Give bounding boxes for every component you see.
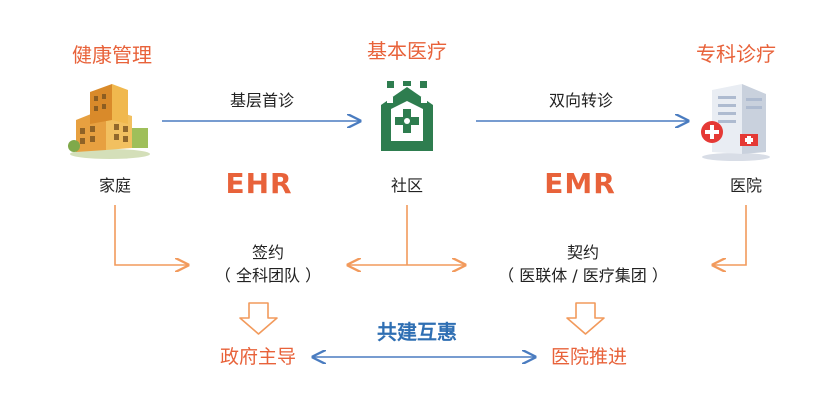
sign-detail: （ 全科团队 ） <box>214 266 322 285</box>
title-health-management: 健康管理 <box>72 43 152 67</box>
title-specialist: 专科诊疗 <box>696 42 776 66</box>
driver-hospital-driven: 医院推进 <box>550 346 628 368</box>
sign-title: 签约 <box>251 243 285 262</box>
arrow-hospital-to-contract <box>713 205 747 265</box>
community-clinic-icon <box>381 81 433 151</box>
title-basic-medical: 基本医疗 <box>367 39 447 63</box>
edge-label-referral: 双向转诊 <box>548 91 614 110</box>
driver-mutual-benefit: 共建互惠 <box>377 320 457 344</box>
contract-title: 契约 <box>566 243 600 262</box>
record-ehr: EHR <box>225 167 293 200</box>
driver-government-led: 政府主导 <box>219 346 297 368</box>
down-arrow-right <box>566 302 605 335</box>
down-arrow-left <box>239 302 278 335</box>
record-emr: EMR <box>544 167 616 200</box>
building-icon <box>68 84 150 159</box>
arrow-home-to-sign <box>114 205 188 265</box>
hospital-icon <box>701 84 770 161</box>
edge-label-first-visit: 基层首诊 <box>229 91 295 110</box>
contract-detail: （ 医联体 / 医疗集团 ） <box>498 266 668 285</box>
node-label-community: 社区 <box>390 176 424 195</box>
node-label-hospital: 医院 <box>729 176 763 195</box>
node-label-home: 家庭 <box>98 176 132 195</box>
